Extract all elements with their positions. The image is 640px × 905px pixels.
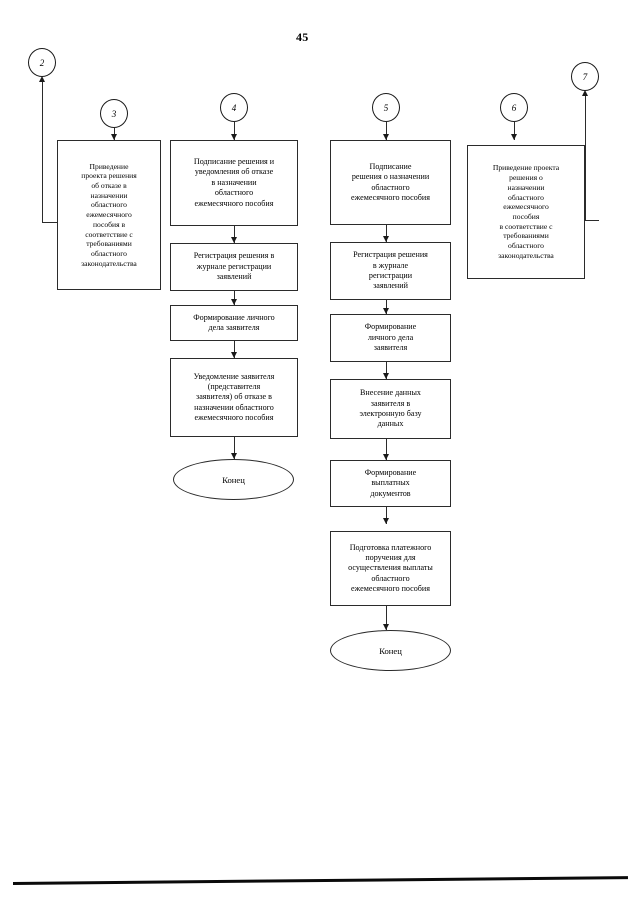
node-form-payment-documents[interactable]: Формирование выплатных документов [330,460,451,507]
edge-n12-n13-line [386,606,387,630]
edge-c5-n7-line [386,122,387,140]
edge-n4-n5-arrow [230,352,237,358]
node-prepare-payment-order[interactable]: Подготовка платежного поручения для осущ… [330,531,451,606]
edge-n5-n6-arrow [230,453,237,459]
edge-c4-n2-arrow [230,134,237,140]
page-number: 45 [296,30,309,44]
connector-circle-7[interactable]: 7 [571,62,599,91]
edge-n10-n11-arrow [382,454,389,460]
edge-n9-n10-line [386,362,387,379]
edge-n1-c2-hline [42,222,57,223]
node-bring-refusal-draft-into-compliance[interactable]: Приведение проекта решения об отказе в н… [57,140,161,290]
node-bring-award-draft-into-compliance[interactable]: Приведение проекта решения о назначении … [467,145,585,279]
edge-n12-n13-arrow [382,624,389,630]
terminator-end-right[interactable]: Конец [330,630,451,671]
node-register-decision-in-journal-right[interactable]: Регистрация решения в журнале регистраци… [330,242,451,300]
edge-n8-n9-line [386,300,387,314]
edge-n14-c7-hline [585,220,599,221]
connector-circle-3[interactable]: 3 [100,99,128,128]
node-enter-applicant-data-into-database[interactable]: Внесение данных заявителя в электронную … [330,379,451,439]
edge-n1-c2-arrow [38,76,45,82]
edge-n7-n8-line [386,225,387,242]
connector-circle-6[interactable]: 6 [500,93,528,122]
edge-c5-n7-arrow [382,134,389,140]
edge-n1-c2-vline [42,82,43,222]
node-form-personal-file-right[interactable]: Формирование личного дела заявителя [330,314,451,362]
node-notify-applicant-of-refusal[interactable]: Уведомление заявителя (представителя зая… [170,358,298,437]
edge-n9-n10-arrow [382,373,389,379]
node-register-decision-in-journal-middle[interactable]: Регистрация решения в журнале регистраци… [170,243,298,291]
edge-n7-n8-arrow [382,236,389,242]
node-form-personal-file-middle[interactable]: Формирование личного дела заявителя [170,305,298,341]
edge-n4-n5-line [234,341,235,358]
connector-circle-5[interactable]: 5 [372,93,400,122]
edge-n2-n3-arrow [230,237,237,243]
edge-n14-c7-arrow [581,90,588,96]
edge-n3-n4-arrow [230,299,237,305]
edge-n11-n12-arrow [382,518,389,524]
edge-n14-c7-vline [585,96,586,220]
terminator-end-middle[interactable]: Конец [173,459,294,500]
edge-c3-n1-arrow [110,134,117,140]
connector-circle-2[interactable]: 2 [28,48,56,77]
edge-n3-n4-line [234,291,235,305]
node-sign-award-decision[interactable]: Подписание решения о назначении областно… [330,140,451,225]
edge-n2-n3-line [234,226,235,243]
edge-n8-n9-arrow [382,308,389,314]
edge-n5-n6-line [234,437,235,459]
bottom-rule-artifact [12,876,628,885]
edge-n10-n11-line [386,439,387,460]
edge-n11-n12-line [386,507,387,524]
edge-c4-n2-line [234,122,235,140]
connector-circle-4[interactable]: 4 [220,93,248,122]
node-sign-refusal-decision-and-notice[interactable]: Подписание решения и уведомления об отка… [170,140,298,226]
edge-c6-n14-line [514,122,515,140]
edge-c6-n14-arrow [510,134,517,140]
